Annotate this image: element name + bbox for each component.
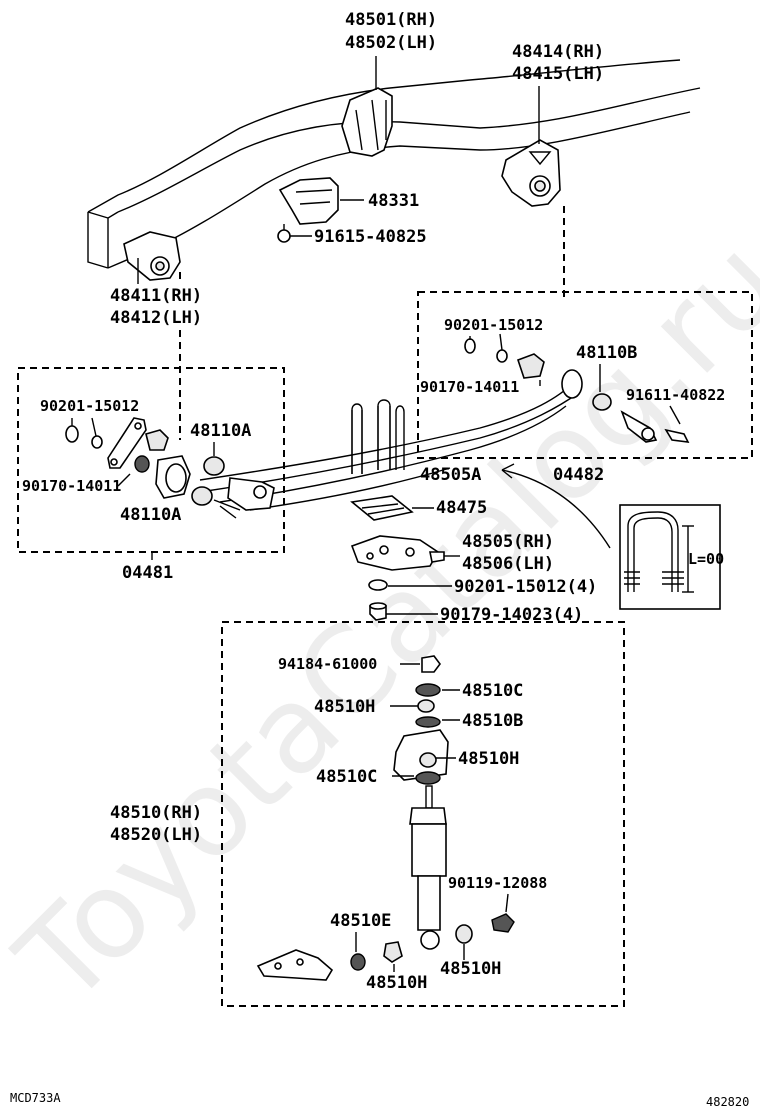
front-nut[interactable]	[91, 435, 103, 449]
frame-rail	[87, 59, 701, 269]
shock-washer-b[interactable]	[415, 716, 441, 728]
spring-bracket-48501[interactable]	[341, 87, 393, 157]
seat-nut[interactable]	[369, 602, 387, 621]
label-91615-40825: 91615-40825	[314, 227, 427, 247]
rear-nut[interactable]	[496, 349, 508, 363]
label-48506: 48506(LH)	[462, 554, 554, 574]
label-48510E: 48510E	[330, 911, 391, 931]
shock-cushion-c-mid[interactable]	[415, 771, 441, 785]
label-48414: 48414(RH)	[512, 42, 604, 62]
label-48510H-low-right: 48510H	[440, 959, 501, 979]
label-seat-nut: 90179-14023(4)	[440, 605, 583, 625]
u-bolt-48505A[interactable]	[351, 399, 405, 474]
label-94184-61000: 94184-61000	[278, 655, 377, 673]
shock-cushion-h-top[interactable]	[417, 699, 435, 713]
rear-bushing-small[interactable]	[516, 353, 545, 379]
label-seat-washer: 90201-15012(4)	[454, 577, 597, 597]
rear-hanger-48414[interactable]	[501, 139, 561, 207]
spacer-48475[interactable]	[350, 495, 414, 521]
label-48510H-mid: 48510H	[458, 749, 519, 769]
label-front-bolt: 90170-14011	[22, 477, 121, 495]
front-bushing-a-bottom[interactable]	[191, 486, 213, 506]
rear-small-bolt[interactable]	[664, 428, 690, 443]
rear-bushing-b[interactable]	[592, 393, 612, 411]
front-washer[interactable]	[65, 425, 79, 443]
leaf-spring[interactable]	[199, 369, 583, 511]
shock-top-nut[interactable]	[421, 655, 441, 673]
label-48475: 48475	[436, 498, 487, 518]
front-bushing-small[interactable]	[145, 429, 169, 451]
front-shackle-plate[interactable]	[107, 417, 147, 469]
label-90119-12088: 90119-12088	[448, 874, 547, 892]
label-48502: 48502(LH)	[345, 33, 437, 53]
seat-washer[interactable]	[368, 579, 388, 591]
shock-cushion-e[interactable]	[350, 953, 366, 971]
label-inset-dim: L=00	[688, 550, 724, 568]
front-bushing-eye[interactable]	[155, 455, 191, 499]
label-48110A-bottom: 48110A	[120, 505, 181, 525]
front-hanger-48411[interactable]	[123, 231, 181, 281]
shock-absorber-kit-box	[221, 621, 625, 1007]
rear-shackle-kit-box	[417, 291, 753, 459]
label-48505: 48505(RH)	[462, 532, 554, 552]
shock-cushion-h-low-left[interactable]	[383, 941, 403, 963]
label-48510H-low-left: 48510H	[366, 973, 427, 993]
shock-absorber-body[interactable]	[409, 785, 447, 950]
front-shackle-bolt[interactable]	[213, 477, 275, 519]
shock-lower-bolt[interactable]	[491, 913, 515, 933]
label-48110A-top: 48110A	[190, 421, 251, 441]
bumper-bolt[interactable]	[277, 224, 291, 243]
front-bushing-nut-left[interactable]	[134, 455, 150, 473]
shock-cushion-c-top[interactable]	[415, 683, 441, 697]
spring-seat-48505[interactable]	[350, 535, 445, 571]
front-shackle-kit-box	[17, 367, 285, 553]
label-48110B: 48110B	[576, 343, 637, 363]
label-48510H-top: 48510H	[314, 697, 375, 717]
label-rear-nut: 90201-15012	[444, 316, 543, 334]
label-91611-40822: 91611-40822	[626, 386, 725, 404]
u-bolt-dimension-inset	[619, 504, 721, 610]
bumper-48331[interactable]	[278, 177, 339, 225]
label-48505A: 48505A	[420, 465, 481, 485]
rear-washer[interactable]	[464, 338, 476, 354]
shock-lower-bracket[interactable]	[256, 949, 334, 981]
label-48510B: 48510B	[462, 711, 523, 731]
label-rear-bolt-a: 90170-14011	[420, 378, 519, 396]
label-48520-lh: 48520(LH)	[110, 825, 202, 845]
figure-code-left: MCD733A	[10, 1091, 61, 1105]
front-bushing-a-top[interactable]	[203, 456, 225, 476]
label-48510-rh: 48510(RH)	[110, 803, 202, 823]
label-48501: 48501(RH)	[345, 10, 437, 30]
label-48412: 48412(LH)	[110, 308, 202, 328]
label-front-nut: 90201-15012	[40, 397, 139, 415]
label-48415: 48415(LH)	[512, 64, 604, 84]
label-48510C-mid: 48510C	[316, 767, 377, 787]
figure-code-right: 482820	[706, 1095, 749, 1109]
label-04481: 04481	[122, 563, 173, 583]
shock-cushion-h-low-right[interactable]	[455, 924, 473, 944]
label-04482: 04482	[553, 465, 604, 485]
shock-cushion-h-mid[interactable]	[419, 752, 437, 768]
label-48331: 48331	[368, 191, 419, 211]
rear-shackle-bolt[interactable]	[620, 410, 658, 443]
label-48510C-top: 48510C	[462, 681, 523, 701]
label-48411: 48411(RH)	[110, 286, 202, 306]
